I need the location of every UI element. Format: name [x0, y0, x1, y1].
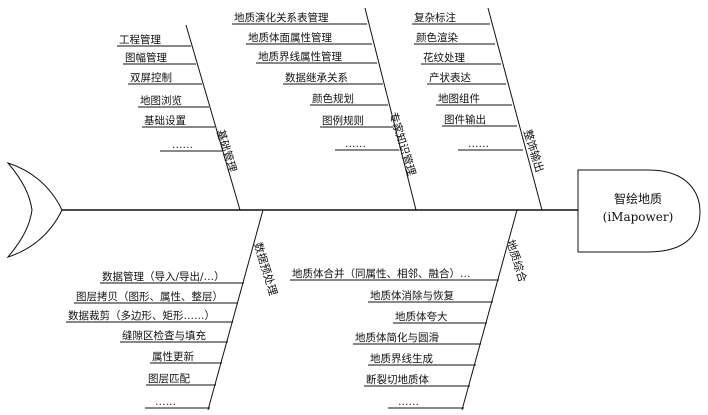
bone-decor-item: 复杂标注: [414, 11, 456, 24]
bone-preprocess: 数据预处理 数据管理（导入/导出/…） 图层拷贝（图形、属性、整层） 数据裁剪（…: [66, 209, 281, 411]
bone-basic-item: 地图浏览: [140, 94, 182, 107]
bone-decor-item: 地图组件: [438, 92, 480, 105]
bone-expert: 专家知识管理 地质演化关系表管理 地质体面属性管理 地质界线属性管理 数据继承关…: [232, 7, 419, 211]
bone-expert-item: 地质体面属性管理: [248, 31, 332, 44]
bone-basic-item: 基础设置: [144, 114, 186, 127]
bone-synthesis-item: 地质体夸大: [395, 310, 448, 323]
bone-preprocess-item: 缝隙区检查与填充: [122, 329, 206, 342]
bone-decor-item: 颜色渲染: [416, 31, 458, 44]
bone-decor-title: 整饰输出: [521, 128, 547, 174]
head-subtitle: (iMapower): [603, 210, 674, 224]
bone-synthesis-title: 地质综合: [504, 238, 530, 284]
bone-basic-item: 工程管理: [119, 33, 161, 46]
bone-decor: 整饰输出 复杂标注 颜色渲染 花纹处理 产状表达 地图组件 图件输出 ……: [412, 7, 547, 211]
bone-synthesis: 地质综合 地质体合并（同属性、相邻、融合）… 地质体消除与恢复 地质体夸大 地质…: [290, 209, 530, 411]
bone-preprocess-item: ……: [155, 396, 176, 408]
bone-synthesis-line: [461, 209, 518, 411]
bone-preprocess-item: 属性更新: [152, 350, 194, 363]
bone-expert-item: 图例规则: [322, 114, 364, 127]
bone-synthesis-item: 地质界线生成: [370, 352, 433, 365]
bone-synthesis-item: 地质体简化与圆滑: [355, 331, 439, 344]
bone-preprocess-title: 数据预处理: [251, 240, 280, 297]
bone-synthesis-item: ……: [398, 396, 419, 408]
bone-preprocess-item: 图层匹配: [148, 373, 190, 385]
bone-decor-line: [487, 7, 543, 211]
bone-decor-item: 图件输出: [444, 113, 486, 126]
bone-basic-item: 双屏控制: [130, 71, 172, 84]
fish-head: [577, 169, 701, 253]
bone-expert-item: 数据继承关系: [285, 71, 348, 84]
bone-decor-item: ……: [468, 138, 489, 150]
bone-expert-item: 地质演化关系表管理: [234, 11, 329, 24]
bone-decor-item: 花纹处理: [423, 51, 465, 64]
bone-expert-title: 专家知识管理: [386, 110, 419, 177]
bone-synthesis-item: 断裂切地质体: [366, 373, 429, 386]
bone-preprocess-item: 数据裁剪（多边形、矩形……）: [68, 309, 215, 322]
bone-basic: 基础管理 工程管理 图幅管理 双屏控制 地图浏览 基础设置 ……: [117, 24, 241, 211]
bone-expert-item: ……: [345, 138, 366, 150]
bone-synthesis-item: 地质体消除与恢复: [370, 289, 454, 302]
bone-preprocess-item: 图层拷贝（图形、属性、整层）: [76, 290, 223, 303]
bone-preprocess-line: [207, 209, 264, 411]
bone-expert-item: 地质界线属性管理: [258, 50, 342, 63]
bone-basic-item: 图幅管理: [125, 51, 167, 64]
bone-preprocess-item: 数据管理（导入/导出/…）: [102, 270, 225, 283]
bone-basic-line: [185, 24, 241, 211]
bone-decor-item: 产状表达: [429, 71, 471, 84]
bone-expert-line: [364, 7, 417, 211]
bone-synthesis-item: 地质体合并（同属性、相邻、融合）…: [292, 267, 471, 280]
bone-expert-item: 颜色规划: [312, 92, 354, 105]
head-title: 智绘地质: [614, 191, 662, 206]
fish-tail: [6, 161, 63, 259]
bone-basic-item: ……: [172, 139, 193, 151]
